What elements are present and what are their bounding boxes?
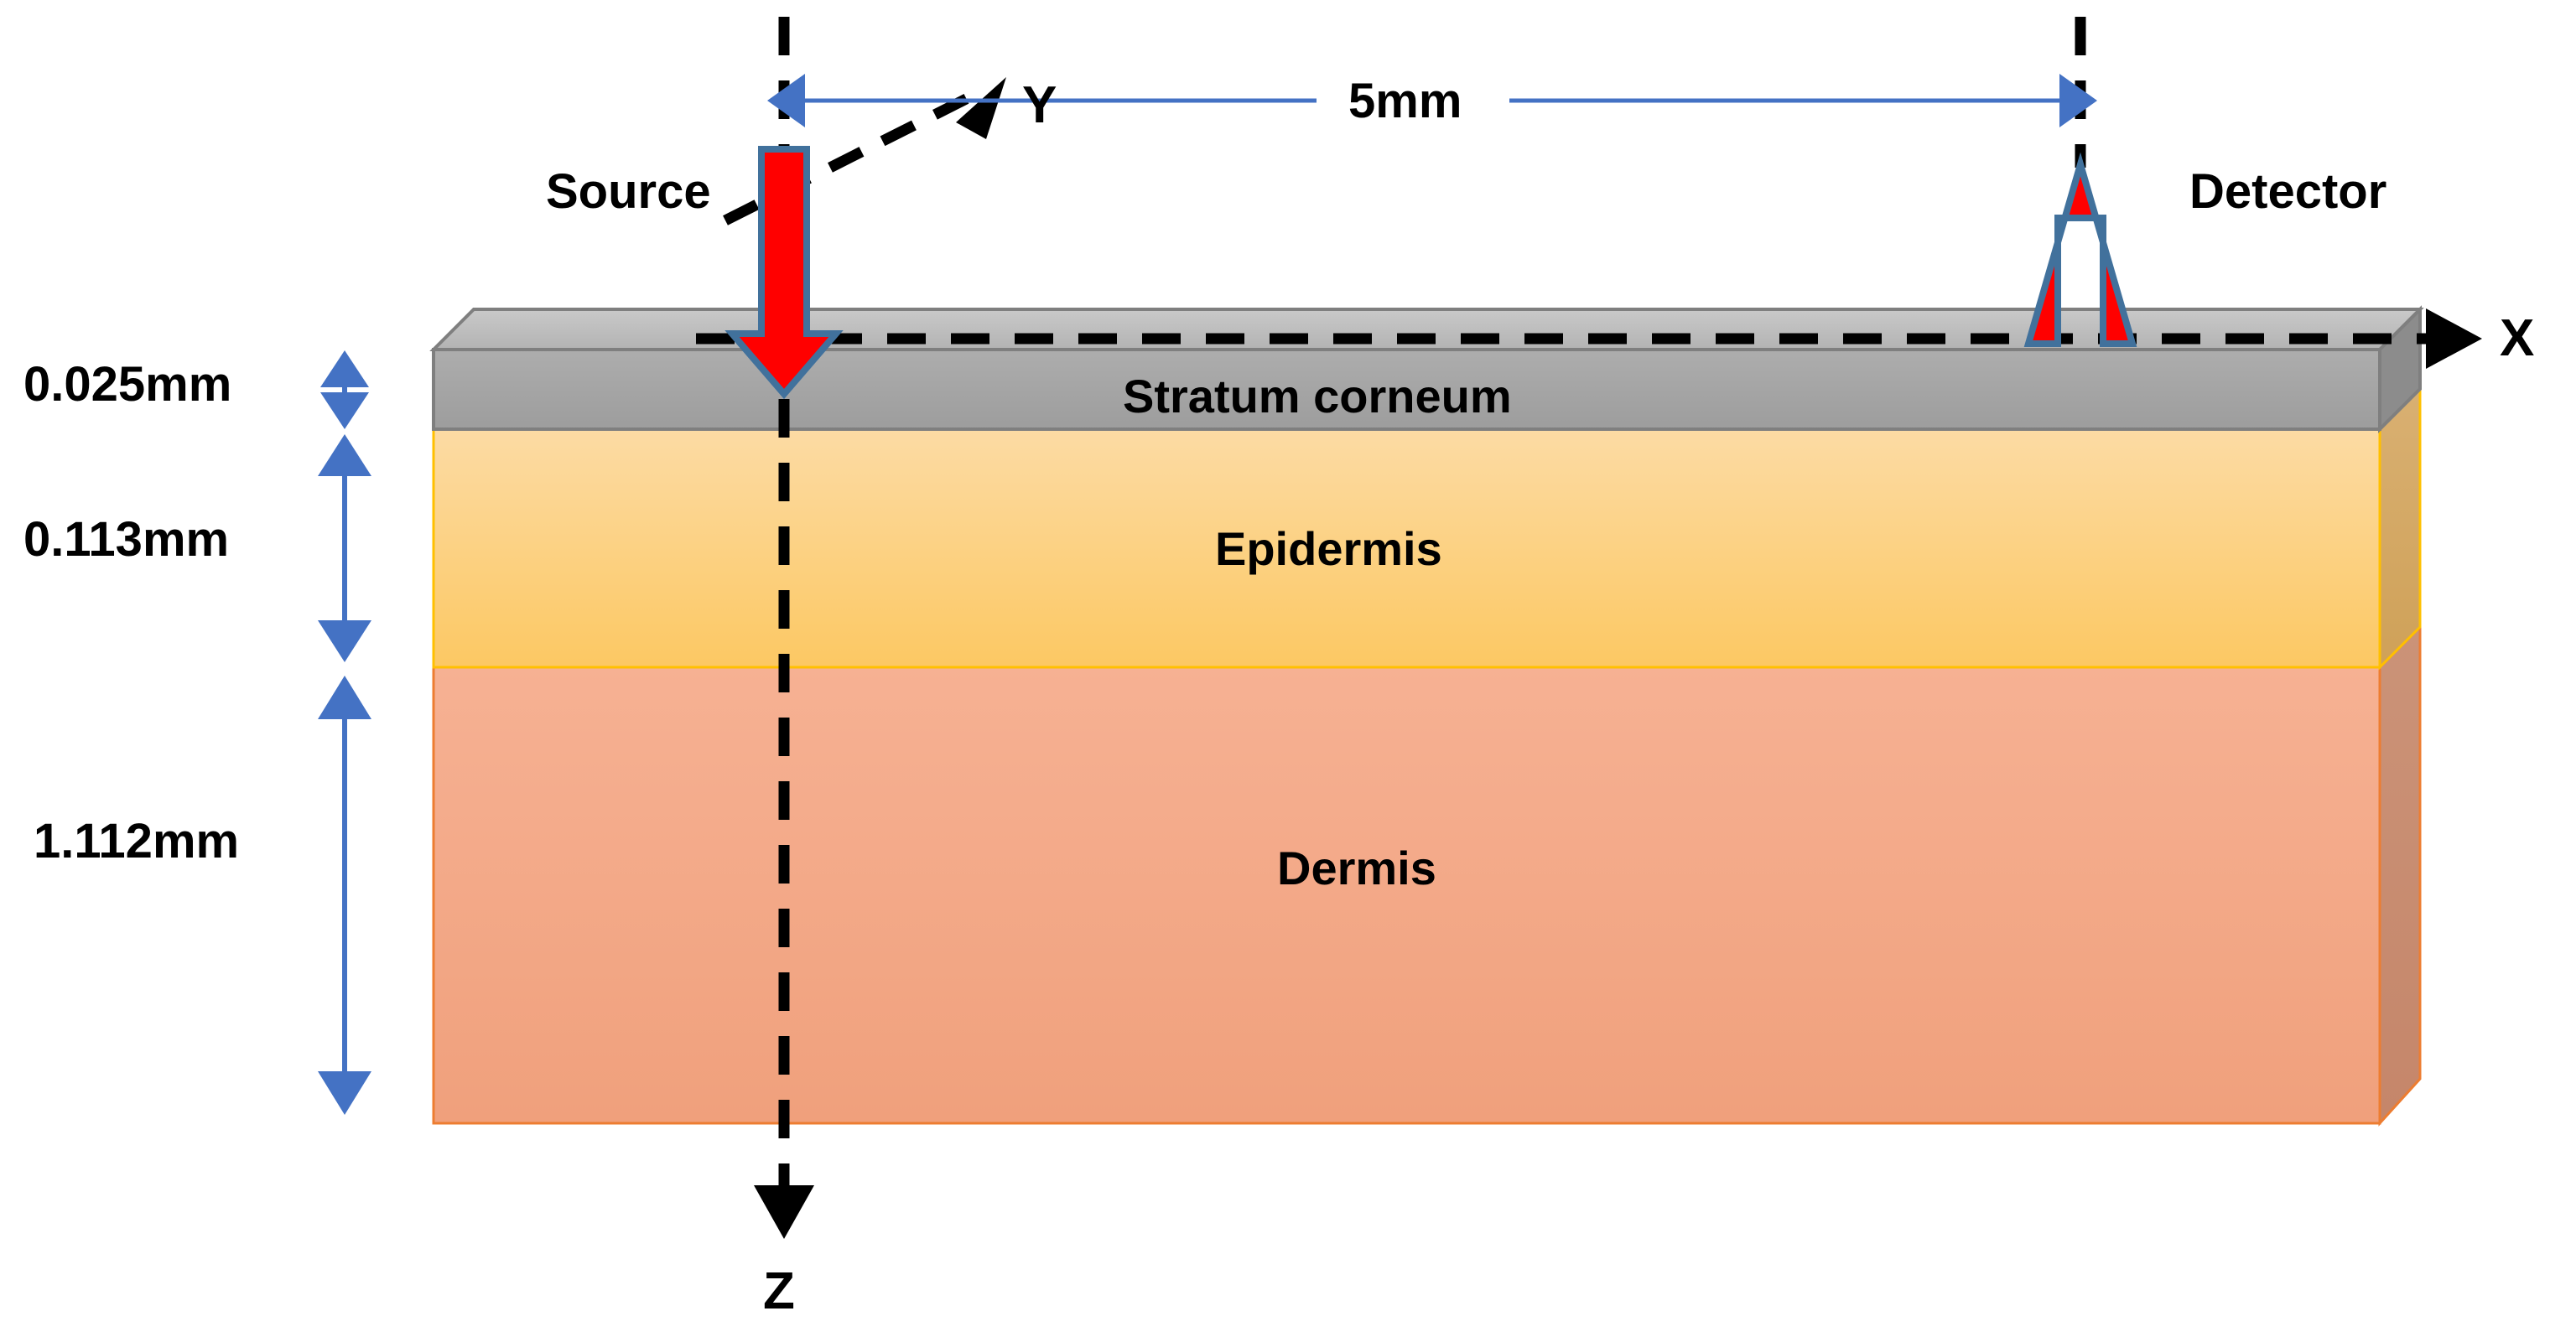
dermis-side-face [2378, 624, 2422, 1127]
layer-name-dermis: Dermis [1277, 842, 1436, 894]
axis-label-y: Y [1022, 76, 1057, 134]
thickness-label-epidermis: 0.113mm [23, 512, 230, 567]
separation-dimension [767, 74, 2097, 127]
axis-label-z: Z [763, 1262, 795, 1320]
layer-epidermis [432, 386, 2422, 671]
axis-y-dashed-line [723, 87, 982, 225]
der-dim-arrowhead-bottom [318, 1071, 371, 1115]
axis-y [723, 77, 1006, 225]
thickness-label-stratum-corneum: 0.025mm [23, 357, 232, 412]
axis-y-arrowhead [956, 77, 1006, 139]
source-label: Source [546, 164, 711, 219]
axis-x-arrowhead [2426, 308, 2482, 369]
thickness-arrow-stratum-corneum [320, 350, 369, 429]
layer-name-epidermis: Epidermis [1215, 522, 1442, 575]
sc-dim-arrowhead-top [320, 350, 369, 387]
der-dim-arrowhead-top [318, 676, 371, 719]
layer-name-stratum-corneum: Stratum corneum [1123, 370, 1512, 422]
epi-dim-arrowhead-bottom [318, 620, 371, 662]
layer-dermis [432, 624, 2422, 1127]
source-arrow[interactable] [724, 146, 844, 400]
separation-arrowhead-left [767, 74, 805, 127]
separation-label: 5mm [1348, 74, 1462, 128]
epidermis-side-face [2378, 386, 2422, 671]
axis-x [696, 308, 2482, 369]
thickness-arrow-epidermis [318, 434, 371, 662]
dermis-front-face [432, 666, 2381, 1125]
detector-arrow[interactable] [2023, 152, 2137, 347]
epidermis-front-face [432, 428, 2381, 669]
axis-label-x: X [2500, 309, 2535, 367]
axis-z-arrowhead [754, 1185, 814, 1239]
thickness-arrow-dermis [318, 676, 371, 1115]
thickness-label-dermis: 1.112mm [34, 814, 240, 868]
sc-dim-arrowhead-bottom [320, 392, 369, 429]
source-arrow-shape[interactable] [724, 146, 844, 400]
detector-label: Detector [2189, 164, 2387, 219]
separation-arrowhead-right [2059, 74, 2097, 127]
detector-arrow-shape[interactable] [2023, 152, 2137, 347]
epi-dim-arrowhead-top [318, 434, 371, 476]
